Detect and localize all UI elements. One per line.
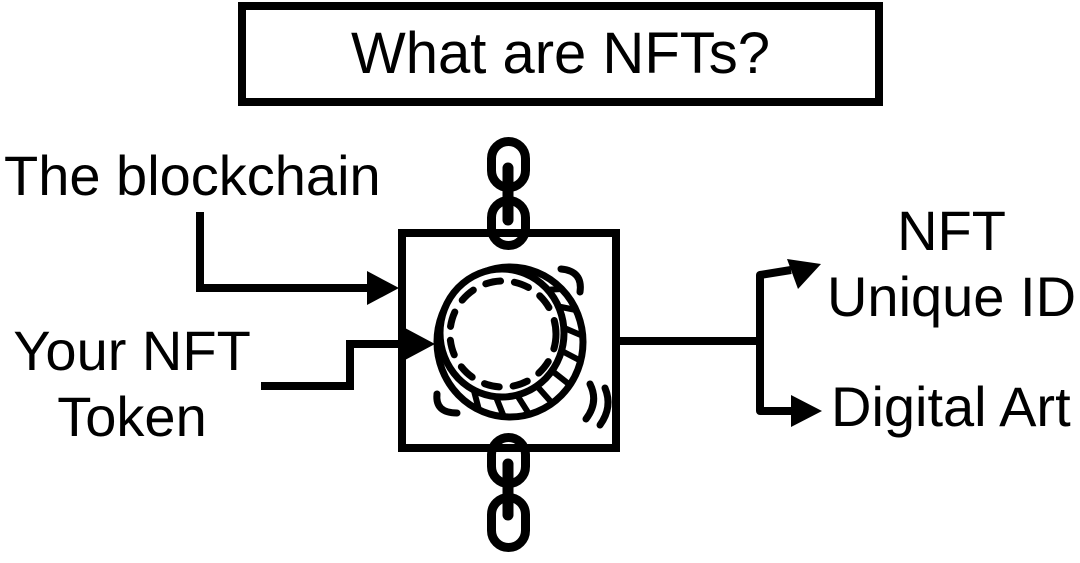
label-digital-art: Digital Art: [831, 375, 1071, 438]
arrow-token-to-box: [261, 328, 435, 390]
chain-link-bottom-icon: [487, 433, 530, 552]
label-nft-unique-id: NFT Unique ID: [820, 198, 1080, 330]
label-nft-unique-id-line1: NFT: [897, 199, 1006, 262]
label-nft-unique-id-line2: Unique ID: [826, 265, 1077, 328]
label-your-nft-token: Your NFT Token: [12, 318, 252, 450]
coin-icon: [433, 263, 612, 429]
label-your-nft-token-line1: Your NFT: [13, 319, 251, 382]
label-the-blockchain: The blockchain: [4, 144, 381, 207]
label-your-nft-token-line2: Token: [57, 385, 207, 448]
page-title: What are NFTs?: [351, 21, 770, 86]
arrow-blockchain-to-box: [196, 212, 399, 305]
connector-box-to-outputs: [616, 259, 822, 427]
chain-link-top-icon: [487, 137, 530, 250]
title-box: What are NFTs?: [238, 2, 883, 106]
